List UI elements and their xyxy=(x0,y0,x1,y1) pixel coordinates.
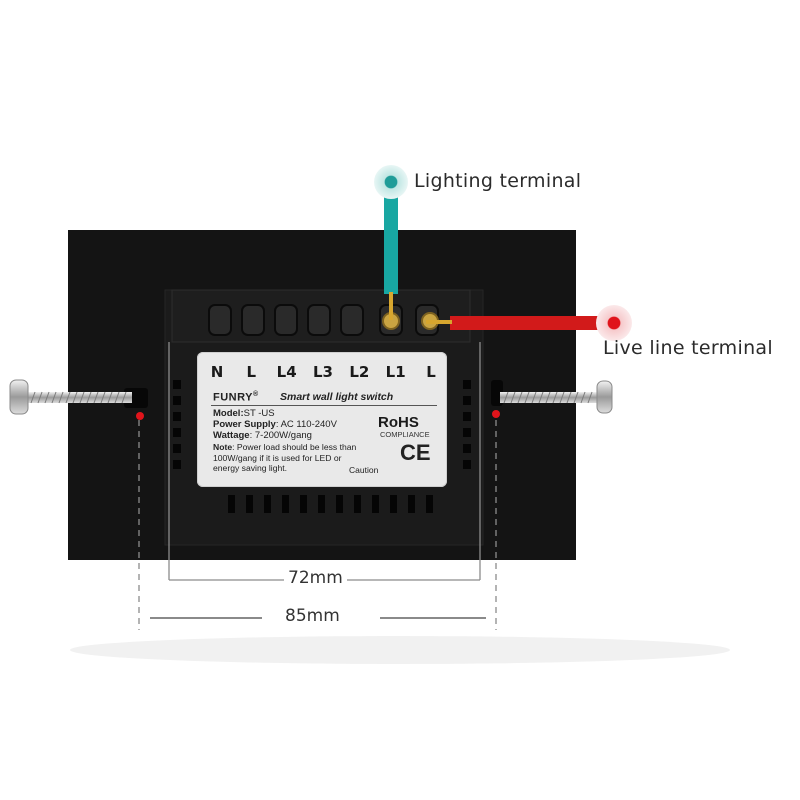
rohs-mark: RoHS xyxy=(378,414,419,431)
terminal-screw-holes xyxy=(208,304,439,336)
spec-model: Model:ST -US xyxy=(213,408,275,419)
lighting-wire-core xyxy=(389,292,393,320)
label-divider xyxy=(211,405,437,406)
product-label-sticker xyxy=(197,352,447,487)
floor-shadow xyxy=(70,636,730,664)
spec-model-value: ST -US xyxy=(243,408,275,419)
mounting-screw-right xyxy=(500,380,613,414)
terminal-labels: N L L4 L3 L2 L1 L xyxy=(208,363,440,381)
live-line-terminal-dot xyxy=(596,305,632,341)
dimension-85mm xyxy=(138,420,497,630)
brand-logo: FUNRY® xyxy=(213,391,259,404)
side-vents xyxy=(173,380,471,469)
mounting-hole-marker-right xyxy=(492,410,500,418)
lighting-terminal-dot xyxy=(374,165,408,199)
terminal-label-n: N xyxy=(210,363,224,381)
terminal-label-l2: L2 xyxy=(349,363,370,381)
spec-wattage: Wattage: 7-200W/gang xyxy=(213,430,312,441)
terminal-label-l3: L3 xyxy=(312,363,333,381)
brand-registered-mark: ® xyxy=(252,391,259,398)
spec-power: Power Supply: AC 110-240V xyxy=(213,419,337,430)
caution-text: Caution xyxy=(349,465,379,475)
spec-note-text: : Power load should be less than 100W/ga… xyxy=(213,442,357,473)
dimension-72mm-label: 72mm xyxy=(284,568,347,588)
terminal-label-l1: L1 xyxy=(385,363,406,381)
mounting-hole-marker-left xyxy=(136,412,144,420)
rohs-compliance: COMPLIANCE xyxy=(380,430,430,439)
terminal-label-live: L xyxy=(426,363,436,381)
terminal-label-l: L xyxy=(246,363,257,381)
spec-power-label: Power Supply xyxy=(213,419,276,430)
live-wire xyxy=(450,316,610,330)
terminal-label-l4: L4 xyxy=(276,363,297,381)
live-line-terminal-label: Live line terminal xyxy=(603,337,773,359)
ce-mark: CE xyxy=(400,440,431,465)
live-wire-core xyxy=(426,320,452,324)
bottom-vents xyxy=(228,495,433,513)
spec-wattage-value: : 7-200W/gang xyxy=(249,430,312,441)
spec-note: Note: Power load should be less than 100… xyxy=(213,442,361,474)
dimension-85mm-label: 85mm xyxy=(281,606,344,626)
spec-wattage-label: Wattage xyxy=(213,430,250,441)
lighting-wire xyxy=(384,196,398,294)
spec-note-label: Note xyxy=(213,442,233,452)
product-name: Smart wall light switch xyxy=(280,391,394,403)
lighting-terminal-label: Lighting terminal xyxy=(414,170,582,192)
spec-power-value: : AC 110-240V xyxy=(275,419,337,430)
spec-model-label: Model: xyxy=(213,408,244,419)
mounting-screw-left xyxy=(9,379,132,415)
brand-name: FUNRY xyxy=(213,391,253,404)
